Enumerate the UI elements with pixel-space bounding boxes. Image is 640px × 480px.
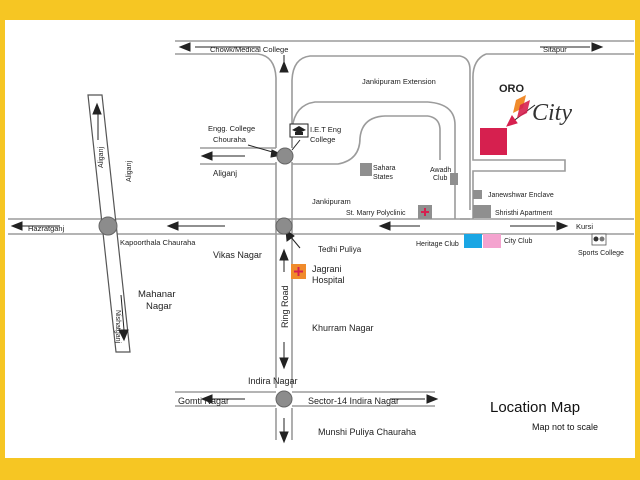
label-city-club: City Club (504, 238, 533, 245)
label-mahanar-line2: Nagar (146, 301, 172, 312)
arrow-head (279, 357, 289, 370)
label-kapoorthala: Kapoorthala Chauraha (120, 238, 196, 247)
map-title: Location Map (490, 399, 580, 416)
arrow-head (426, 394, 439, 404)
label-indira-nagar: Indira Nagar (248, 376, 298, 386)
label-jagrani-line1: Jagrani (312, 264, 342, 274)
label-iet-line1: I.E.T Eng (310, 125, 341, 134)
label-gomti-nagar: Gomti Nagar (178, 396, 229, 406)
arrow-head (279, 60, 289, 73)
logo-name: City (532, 100, 572, 126)
label-chowk: Chowk/Medical College (210, 45, 288, 54)
junction-kapoorthala (98, 216, 118, 236)
label-sahara-line2: States (373, 174, 393, 181)
label-aliganj-road: Aliganj (213, 169, 237, 178)
arrow-head (166, 221, 179, 231)
medical-cross-icon (291, 264, 306, 279)
pointer-iet (291, 139, 301, 151)
logo-mark (513, 95, 526, 113)
junction-tedhi-puliya (275, 217, 293, 235)
arrow-head (118, 329, 129, 342)
building-janeshwar (473, 190, 482, 199)
arrow-nishat-down (120, 294, 125, 331)
label-shristhi: Shristhi Apartment (495, 210, 552, 217)
label-st-marry: St. Marry Polyclinic (346, 210, 406, 217)
building-shristhi (473, 205, 491, 218)
road-ring-south (275, 408, 293, 440)
road-aliganj (200, 147, 276, 165)
sports-icon (591, 233, 607, 246)
label-hazratganj: Hazratganj (28, 224, 65, 233)
label-munshi-puliya: Munshi Puliya Chauraha (318, 427, 416, 437)
arrow-head (200, 394, 213, 404)
road-top-right (291, 55, 471, 220)
label-tedhi-puliya: Tedhi Puliya (318, 245, 362, 254)
label-awadh-line1: Awadh (430, 167, 451, 174)
junction-indira-nagar (275, 390, 293, 408)
label-khurram-nagar: Khurram Nagar (312, 323, 374, 333)
label-jankipuram: Jankipuram (312, 197, 351, 206)
arrow-head (506, 115, 518, 127)
road-awadh (427, 101, 456, 219)
label-mahanar-line1: Mahanar (138, 289, 176, 300)
arrow-head (378, 221, 391, 231)
junction-engg-college (276, 147, 294, 165)
building-awadh (450, 173, 458, 185)
arrow-head (92, 102, 102, 115)
building-city-club (483, 234, 501, 248)
arrow-head (279, 431, 289, 444)
label-nishatganj: Nishatganj (114, 310, 121, 344)
junctions (98, 147, 294, 408)
road-sitapur-branch (472, 53, 566, 219)
building-sahara (360, 163, 372, 176)
graduation-cap-icon (289, 123, 309, 138)
road-top-left-curve (175, 53, 277, 148)
label-chouraha: Chouraha (213, 135, 247, 144)
label-sports-college: Sports College (578, 250, 624, 257)
label-engg-college: Engg. College (208, 124, 255, 133)
arrow-head (279, 248, 289, 261)
label-heritage-club: Heritage Club (416, 241, 459, 248)
label-vikas-nagar: Vikas Nagar (213, 250, 262, 260)
label-jankipuram-extension: Jankipuram Extension (362, 77, 436, 86)
label-sector14: Sector-14 Indira Nagar (308, 396, 399, 406)
building-heritage-club (464, 234, 482, 248)
oro-city-logo: ORO City (499, 83, 572, 126)
label-ring-road: Ring Road (280, 285, 290, 328)
arrow-head (556, 221, 569, 231)
map-subtitle: Map not to scale (532, 422, 598, 432)
place-labels: Chowk/Medical College Sitapur Jankipuram… (28, 45, 624, 437)
project-site-marker (480, 128, 507, 155)
arrow-head (200, 151, 213, 161)
arrow-head (591, 42, 604, 52)
medical-cross-icon (418, 205, 432, 219)
label-janeshwar: Janewshwar Enclave (488, 192, 554, 199)
logo-brand: ORO (499, 83, 525, 95)
label-kursi: Kursi (576, 222, 593, 231)
label-aliganj-on-road: Aliganj (98, 147, 105, 168)
arrow-head (178, 42, 191, 52)
direction-arrows (10, 42, 604, 444)
label-sahara-line1: Sahara (373, 165, 396, 172)
label-iet-line2: College (310, 135, 335, 144)
label-jagrani-line2: Hospital (312, 275, 345, 285)
logo-mark-2 (517, 100, 530, 118)
arrow-head (10, 221, 23, 231)
label-awadh-line2: Club (433, 175, 448, 182)
label-sitapur: Sitapur (543, 45, 567, 54)
label-aliganj-vertical: Aliganj (126, 161, 133, 182)
